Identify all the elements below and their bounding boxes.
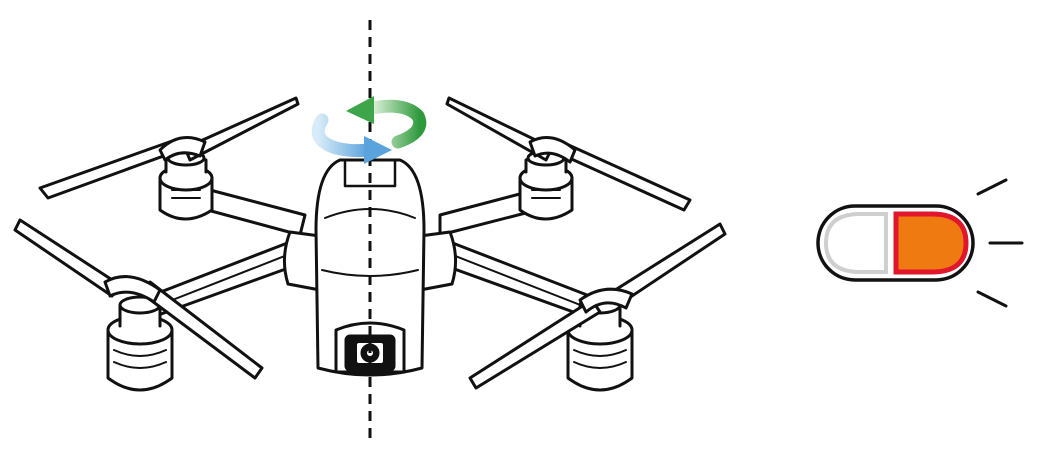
rotation-arrow-back xyxy=(365,99,427,149)
camera-lens xyxy=(344,334,396,372)
motor-rear-left xyxy=(158,149,214,221)
indicator-lamp-right xyxy=(893,211,969,275)
rotation-arrow-front xyxy=(311,113,375,158)
propeller-rear-left xyxy=(38,96,300,200)
indicator-light xyxy=(816,178,1024,308)
motor-front-left xyxy=(106,295,174,392)
motor-rear-right xyxy=(518,149,574,221)
arm-rear-left xyxy=(198,188,307,237)
rotation-arrow-icon xyxy=(311,96,427,164)
propeller-front-left xyxy=(13,218,264,380)
rotation-arrowhead-front xyxy=(364,136,392,164)
blink-rays-icon xyxy=(976,178,1024,308)
propeller-rear-right xyxy=(445,96,692,212)
rotation-arrowhead-back xyxy=(346,96,374,124)
propeller-front-right xyxy=(468,222,727,390)
indicator-lamp-left xyxy=(823,212,888,274)
arm-front-right xyxy=(433,240,602,320)
